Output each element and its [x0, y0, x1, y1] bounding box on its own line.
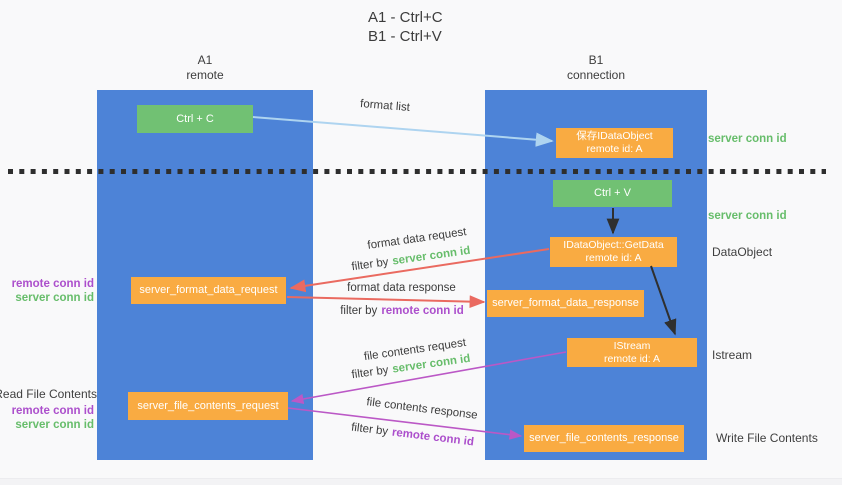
node-istream-title: IStream: [613, 339, 651, 352]
node-ctrl-c: Ctrl + C: [137, 105, 253, 133]
edge-label-file-contents-response: file contents response: [365, 396, 479, 422]
window-bottom-edge: [0, 478, 842, 485]
filter-by-text: filter by: [340, 305, 378, 317]
title-line-1: A1 - Ctrl+C: [368, 9, 443, 26]
node-server-file-contents-response: server_file_contents_response: [524, 425, 684, 452]
node-ctrl-c-label: Ctrl + C: [176, 112, 214, 125]
lifeline-a1-name: A1: [197, 53, 213, 67]
side-label-dataobject: DataObject: [712, 245, 773, 259]
title-line-2: B1 - Ctrl+V: [368, 28, 442, 45]
diagram-title: A1 - Ctrl+C B1 - Ctrl+V: [368, 8, 443, 46]
filter-by-text: filter by: [350, 256, 390, 274]
node-getdata-remote-id: remote id: A: [585, 252, 642, 264]
edge-label-format-list: format list: [359, 98, 411, 114]
side-label-istream: Istream: [712, 348, 753, 362]
filter-by-text: filter by: [350, 421, 389, 438]
side-label-server-conn-id-left-mid: server conn id: [15, 292, 94, 304]
node-istream-remote-id: remote id: A: [603, 352, 661, 365]
node-istream: IStream remote id: A: [567, 338, 697, 367]
filter-by-text: filter by: [350, 364, 390, 382]
remote-conn-id-key: remote conn id: [381, 305, 464, 317]
side-label-write-file-contents: Write File Contents: [716, 431, 818, 445]
node-file-request-label: server_file_contents_request: [137, 399, 279, 412]
node-format-request-label: server_format_data_request: [139, 284, 278, 296]
node-server-format-data-request: server_format_data_request: [131, 277, 286, 304]
lifeline-header-b1: B1 connection: [485, 53, 707, 83]
node-ctrl-v: Ctrl + V: [553, 180, 672, 207]
node-ctrl-v-label: Ctrl + V: [594, 187, 631, 199]
side-label-read-file-contents: Read File Contents: [0, 387, 97, 401]
arrow-format-data-response: [286, 295, 486, 309]
edge-label-format-data-response: format data response: [347, 282, 456, 294]
lifeline-a1-role: remote: [186, 68, 224, 82]
lifeline-b1-name: B1: [588, 53, 604, 67]
side-label-server-conn-id-top: server conn id: [708, 133, 787, 145]
lifeline-header-a1: A1 remote: [97, 53, 313, 83]
node-save-idataobject: 保存IDataObject remote id: A: [556, 128, 673, 158]
side-label-server-conn-id-mid: server conn id: [708, 210, 787, 222]
side-label-server-conn-id-left-bottom: server conn id: [15, 419, 94, 431]
node-save-idataobject-remote-id: remote id: A: [586, 143, 643, 155]
node-idataobject-getdata: IDataObject::GetData remote id: A: [550, 237, 677, 267]
remote-conn-id-key: remote conn id: [391, 426, 475, 449]
node-server-file-contents-request: server_file_contents_request: [128, 392, 288, 420]
node-server-format-data-response: server_format_data_response: [487, 290, 644, 317]
node-getdata-title: IDataObject::GetData: [563, 239, 664, 251]
node-format-response-label: server_format_data_response: [492, 297, 639, 309]
server-conn-id-key: server conn id: [391, 244, 472, 268]
lifeline-b1-role: connection: [566, 68, 626, 82]
node-save-idataobject-title: 保存IDataObject: [576, 130, 653, 142]
side-label-remote-conn-id-mid: remote conn id: [11, 278, 94, 290]
side-label-remote-conn-id-bottom: remote conn id: [11, 405, 94, 417]
node-file-response-label: server_file_contents_response: [529, 432, 679, 444]
